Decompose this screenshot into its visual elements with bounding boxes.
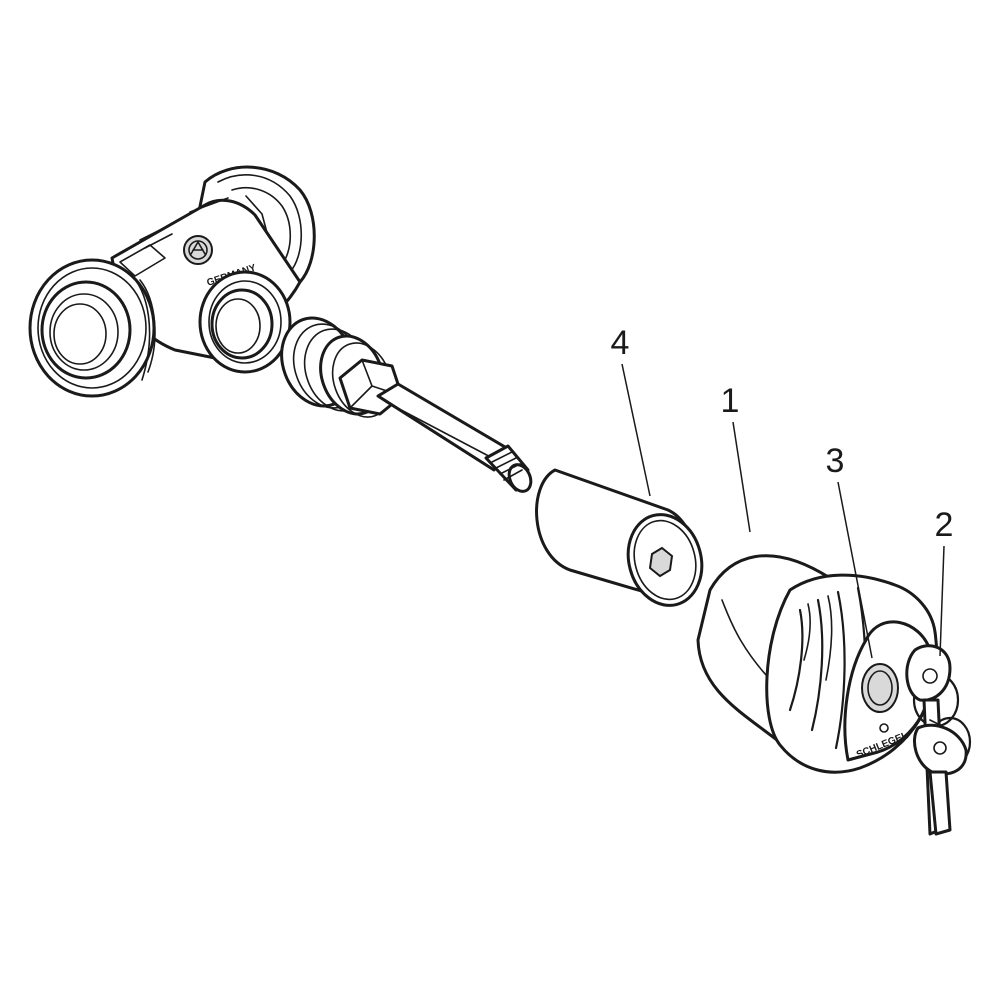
callout-label-1: 1 bbox=[721, 382, 740, 420]
callout-4: 4 bbox=[611, 324, 651, 497]
callout-label-2: 2 bbox=[935, 506, 954, 544]
callout-label-3: 3 bbox=[826, 442, 845, 480]
callout-3: 3 bbox=[826, 442, 873, 659]
callout-label-4: 4 bbox=[611, 324, 630, 362]
part-2-keys bbox=[905, 644, 972, 836]
callout-1: 1 bbox=[721, 382, 751, 533]
part-1-lock-cap: SCHLEGEL bbox=[696, 554, 939, 774]
valve-insert bbox=[280, 316, 533, 493]
valve-body: GERMANY bbox=[28, 165, 316, 398]
part-4-adapter bbox=[535, 468, 704, 607]
callout-2: 2 bbox=[935, 506, 954, 657]
